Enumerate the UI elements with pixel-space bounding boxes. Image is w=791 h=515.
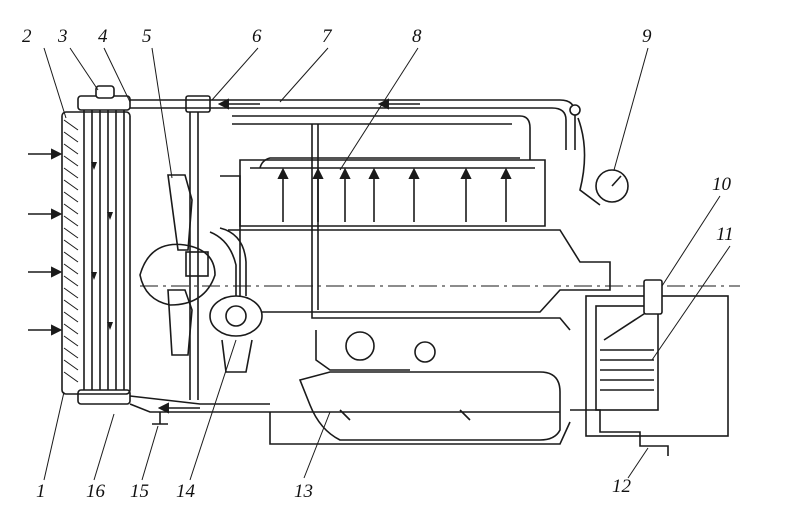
label-14: 14 [176,481,196,502]
heater-unit [570,279,729,456]
label-7: 7 [322,26,333,47]
water-pump [209,227,263,373]
label-5: 5 [142,26,152,47]
bottom-pipe [129,395,571,445]
label-11: 11 [716,224,734,245]
label-3: 3 [57,26,68,47]
label-6: 6 [252,26,262,47]
radiator [28,95,131,405]
drain-valve [152,412,168,425]
callouts: 1 2 3 4 5 6 7 8 9 10 11 12 13 14 15 16 [22,26,734,502]
label-10: 10 [712,174,732,195]
thermostat-pipe [185,95,211,400]
label-16: 16 [86,481,106,502]
fan [139,174,216,356]
top-pipe [130,98,581,160]
label-13: 13 [294,481,313,502]
lower-pipes [311,124,571,371]
label-2: 2 [22,26,32,47]
oil-sump [298,371,561,441]
leader-lines [43,47,731,481]
label-12: 12 [612,476,632,497]
label-4: 4 [98,26,108,47]
radiator-cap [95,85,115,99]
label-1: 1 [36,481,46,502]
temperature-gauge [577,117,629,206]
label-8: 8 [412,26,422,47]
label-9: 9 [642,26,652,47]
label-15: 15 [130,481,149,502]
